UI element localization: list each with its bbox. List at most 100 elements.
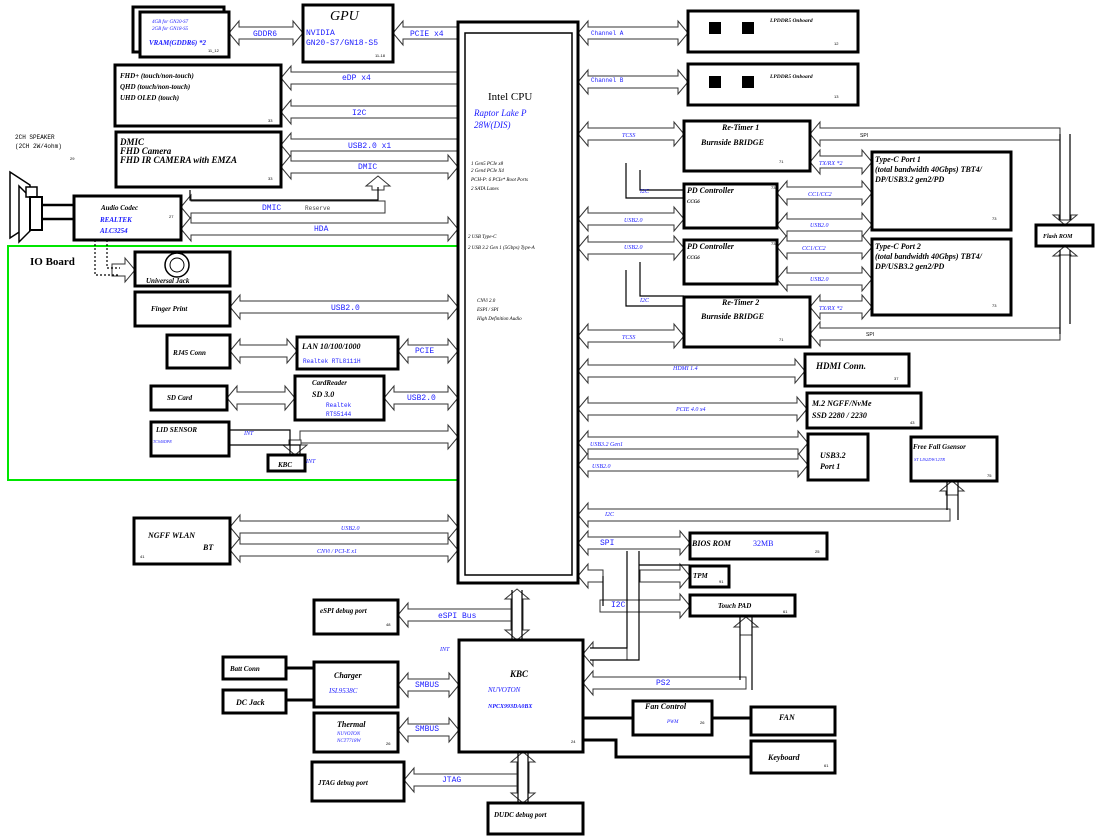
bus-label-i2c: I2C — [352, 109, 367, 118]
charger-model: ISL9538C — [328, 687, 358, 695]
bus-label-i2c-touchpad: I2C — [611, 601, 626, 610]
lid-sensor-title: LID SENSOR — [155, 426, 197, 434]
pd1-tag: 73 — [771, 185, 776, 190]
cpu-feature: 2 SATA Lanes — [471, 187, 499, 192]
bus-label-reserve: Reserve — [305, 205, 331, 212]
bus-label-ps2: PS2 — [656, 679, 671, 688]
bus-arrow — [599, 592, 691, 620]
charger-title: Charger — [334, 671, 362, 680]
lpddr-b-label: LPDDR5 Onboard — [769, 74, 813, 80]
bus-label-i2c-gsensor: I2C — [604, 512, 615, 518]
lpddr5-channel-a-block: LPDDR5 Onboard 12 — [686, 9, 860, 54]
bus-label-smbus-charger: SMBUS — [415, 681, 439, 690]
camera-line: FHD IR CAMERA with EMZA — [119, 155, 237, 165]
lpddr-a-tag: 12 — [834, 41, 839, 46]
bus-label-gddr6: GDDR6 — [253, 30, 277, 39]
bus-arrow — [577, 451, 809, 479]
bus-label-usb32: USB3.2 Gen1 — [590, 442, 623, 448]
usb32-line1: USB3.2 — [820, 451, 846, 460]
bus-arrow — [280, 98, 459, 126]
bus-label-usb20: USB2.0 — [592, 464, 611, 470]
codec-model: ALC3254 — [99, 227, 128, 235]
bus-label-int-lid: INT — [243, 431, 254, 437]
pd1-title: PD Controller — [687, 186, 735, 195]
bus-arrow — [577, 501, 951, 529]
bus-arrow — [577, 562, 604, 590]
kbc-small-block: KBC — [266, 453, 307, 473]
bus-arrow — [1051, 245, 1079, 257]
cpu-feature: 2 Gen4 PCIe X4 — [471, 169, 504, 174]
espi-debug-label: eSPI debug port — [320, 607, 368, 615]
bios-tag: 25 — [815, 549, 820, 554]
vram-line1: 4GB for GN20-S7 — [152, 20, 189, 25]
retimer1-title: Re-Timer 1 — [721, 123, 759, 132]
bus-arrow — [732, 616, 760, 636]
keyboard-tag: 61 — [824, 763, 829, 768]
typec2-tag: 73 — [992, 303, 997, 308]
bus-arrow — [582, 669, 747, 697]
sd-card-block: SD Card — [149, 384, 229, 412]
lan-model: Realtek RTL8111H — [303, 358, 361, 365]
keyboard-block: Keyboard 61 — [749, 739, 837, 775]
bus-label-i2c-pd1: I2C — [639, 189, 650, 195]
retimer1-block: Re-Timer 1 Burnside BRIDGE 71 — [682, 119, 812, 173]
camera-tag: 33 — [268, 176, 273, 181]
lid-sensor-block: LID SENSOR TCS40DPR — [149, 420, 231, 458]
universal-jack-label: Universal Jack — [146, 277, 190, 285]
bus-arrow — [281, 439, 309, 456]
rj45-block: RJ45 Conn — [165, 333, 232, 370]
lpddr-a-label: LPDDR5 Onboard — [769, 18, 813, 24]
wlan-line2: BT — [202, 543, 214, 552]
card-reader-sub: SD 3.0 — [312, 390, 334, 399]
bus-arrow — [111, 256, 136, 284]
kbc-title: KBC — [509, 669, 529, 679]
bus-label-channel-a: Channel A — [591, 30, 624, 37]
speaker-line2: (2CH 2W/4ohm) — [15, 143, 62, 150]
bus-arrow — [577, 529, 691, 557]
jtag-debug-label: JTAG debug port — [317, 779, 369, 787]
display-line: UHD OLED (touch) — [120, 94, 179, 102]
cpu-model: Raptor Lake P — [473, 108, 527, 118]
bus-label-spi1: SPI — [860, 133, 868, 139]
bus-label-usb-camera: USB2.0 x1 — [348, 142, 391, 151]
bus-label-int-kbc: INT — [305, 459, 316, 465]
wlan-tag: 41 — [140, 554, 145, 559]
finger-print-block: Finger Print — [133, 290, 232, 328]
bus-label-dmic: DMIC — [358, 163, 377, 172]
usb32-port-block: USB3.2 Port 1 — [806, 432, 870, 482]
bus-label-tcss2: TCSS — [622, 335, 635, 341]
gsensor-title: Free Fall Gsensor — [913, 443, 966, 451]
retimer1-tag: 71 — [779, 159, 784, 164]
display-line: QHD (touch/non-touch) — [120, 83, 190, 91]
kbc-vendor: NUVOTON — [487, 686, 521, 694]
sd-card-label: SD Card — [167, 394, 193, 402]
dudc-debug-block: DUDC debug port — [486, 801, 585, 836]
kbc-small-label: KBC — [277, 461, 292, 469]
bus-label-usb-cardreader: USB2.0 — [407, 394, 436, 403]
batt-conn-block: Batt Conn — [221, 655, 288, 681]
retimer2-title: Re-Timer 2 — [721, 298, 759, 307]
bus-label-usb-c2: USB2.0 — [810, 277, 829, 283]
dc-jack-block: DC Jack — [221, 688, 288, 715]
gpu-block: GPU NVIDIA GN20-S7/GN18-S5 11-18 — [301, 3, 395, 64]
bus-label-int-kbc2: INT — [439, 647, 450, 653]
m2-line2: SSD 2280 / 2230 — [812, 411, 867, 420]
universal-jack-block: Universal Jack — [133, 250, 232, 288]
lan-block: LAN 10/100/1000 Realtek RTL8111H — [295, 335, 400, 371]
cpu-feature: 2 USB Type-C — [468, 235, 497, 240]
card-reader-vendor: Realtek — [326, 402, 352, 409]
bus-label-pcie-ssd: PCIE 4.0 x4 — [675, 406, 706, 413]
display-tag: 33 — [268, 118, 273, 123]
speaker-line1: 2CH SPEAKER — [15, 134, 55, 141]
typec2-line3: DP/USB3.2 gen2/PD — [874, 262, 945, 271]
codec-title: Audio Codec — [100, 204, 138, 212]
fan-label: FAN — [778, 713, 796, 722]
cpu-tdp: 28W(DIS) — [474, 120, 511, 130]
bus-label-pcie-x4: PCIE x4 — [410, 30, 444, 39]
hdmi-tag: 37 — [894, 376, 899, 381]
bus-label-usb-c1: USB2.0 — [810, 223, 829, 229]
bus-label-dmic-codec: DMIC — [262, 204, 281, 213]
touchpad-tag: 61 — [783, 609, 788, 614]
touchpad-label: Touch PAD — [718, 602, 751, 610]
kbc-model: NPCX993DA0BX — [487, 704, 533, 710]
